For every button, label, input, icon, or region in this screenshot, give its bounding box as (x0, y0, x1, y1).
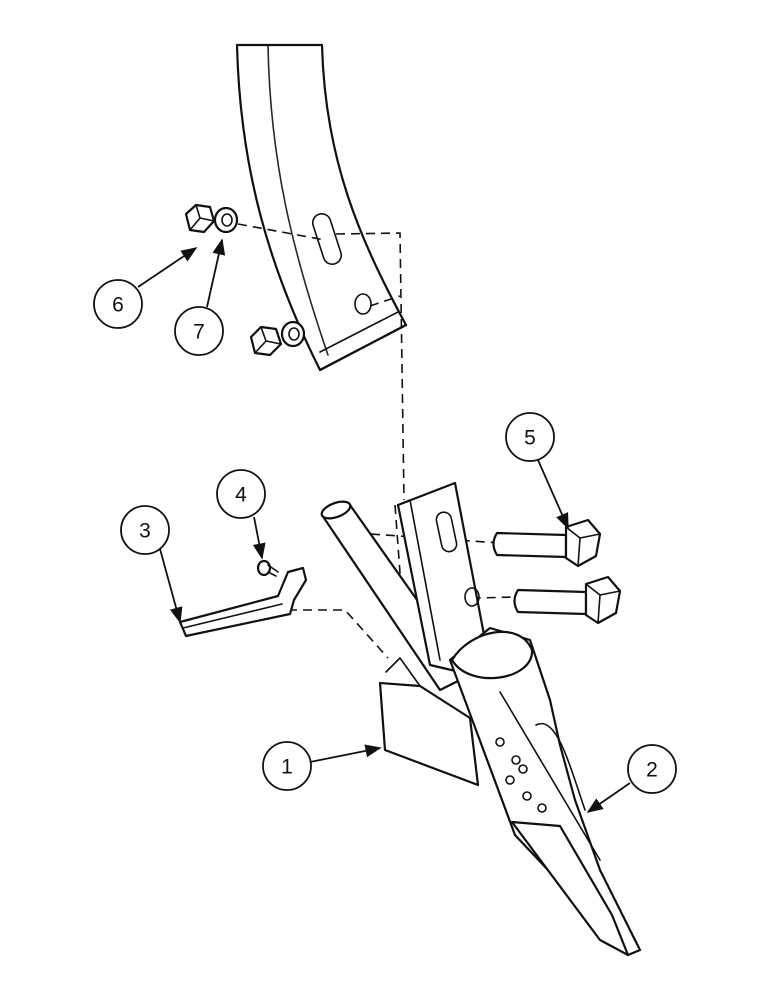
callout-7-label: 7 (193, 321, 205, 344)
shank-hole (354, 293, 372, 315)
callout-4: 4 (216, 469, 266, 519)
callout-2-label: 2 (646, 759, 658, 782)
nut-upper (184, 203, 216, 234)
washer-upper (213, 206, 239, 234)
bolt-lower (513, 575, 622, 625)
callout-1-label: 1 (281, 756, 293, 779)
rivet (256, 559, 279, 577)
callout-3: 3 (120, 505, 170, 555)
callout-6: 6 (93, 279, 143, 329)
callout-1: 1 (262, 741, 312, 791)
washer-lower (280, 320, 306, 348)
curved-shank (235, 43, 408, 372)
callout-5-label: 5 (524, 427, 536, 450)
shovel-point (448, 626, 642, 957)
bolt-upper (492, 518, 602, 568)
nut-lower (249, 325, 283, 357)
deflector-plate (178, 566, 308, 638)
shovel-bracket (320, 481, 487, 787)
shank-slot (311, 213, 343, 265)
callout-7: 7 (174, 306, 224, 356)
callout-4-label: 4 (235, 484, 247, 507)
callout-2: 2 (627, 744, 677, 794)
callout-5: 5 (505, 412, 555, 462)
callout-6-label: 6 (112, 294, 124, 317)
leader-lines (137, 238, 631, 813)
callout-3-label: 3 (139, 520, 151, 543)
